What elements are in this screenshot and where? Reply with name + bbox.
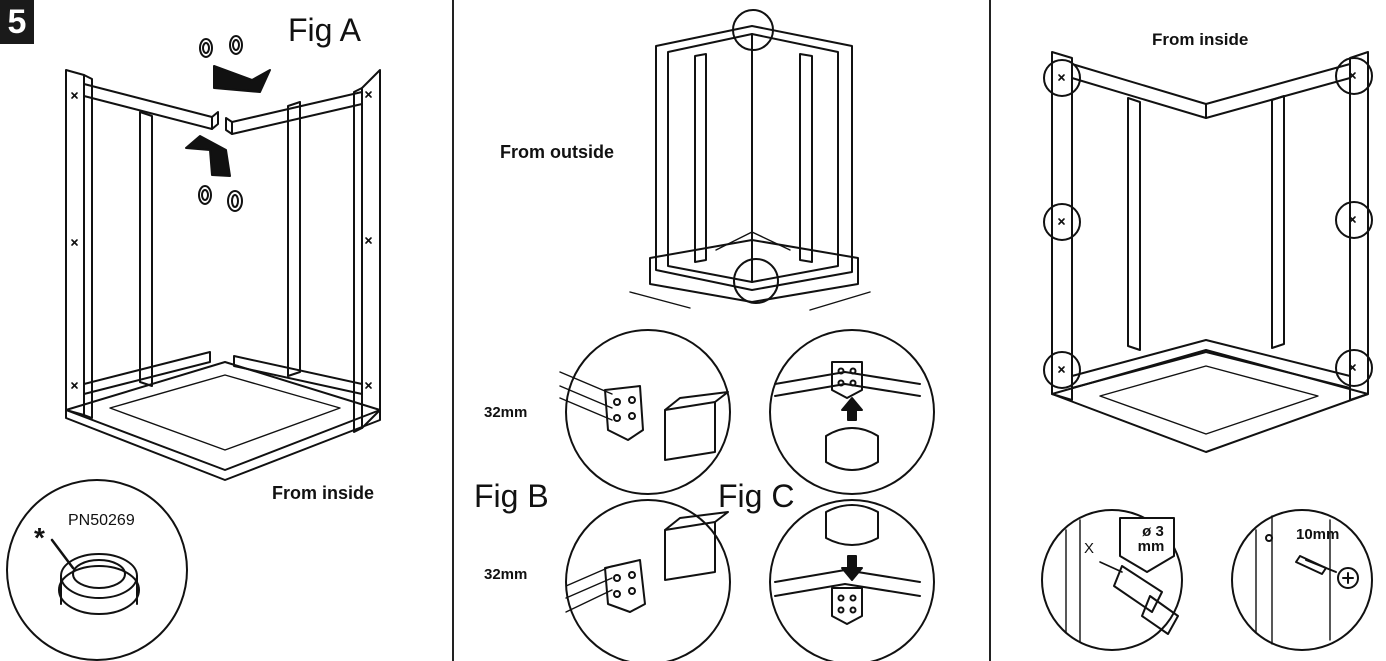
screw-length-bottom-label: 32mm: [484, 566, 528, 583]
fig-b-bottom-detail: [565, 499, 731, 661]
panel-divider-right: [989, 0, 991, 661]
corner-bung-pieces: [198, 35, 243, 212]
fig-b-label: Fig B: [474, 478, 549, 514]
step-number-badge: 5: [0, 0, 34, 44]
part-number-label: PN50269: [68, 512, 135, 529]
fig-a-label: Fig A: [288, 12, 361, 48]
bung-detail-illustration: [6, 479, 188, 661]
screw-detail-illustration: [1231, 509, 1373, 651]
screw-length-right-label: 10mm: [1296, 526, 1340, 543]
fig-c-top-detail: [769, 329, 935, 495]
panel-divider-left: [452, 0, 454, 661]
screw-length-top-label: 32mm: [484, 404, 528, 421]
from-inside-caption-right: From inside: [1152, 30, 1249, 49]
fig-a-frame-illustration: [65, 35, 381, 481]
from-outside-caption: From outside: [500, 142, 615, 162]
fig-c-label: Fig C: [718, 478, 795, 514]
drill-detail-illustration: [1041, 509, 1183, 651]
drill-mark-x: X: [1084, 540, 1095, 557]
asterisk-mark: *: [34, 522, 45, 553]
fig-c-bottom-detail: [769, 499, 935, 661]
from-inside-caption-left: From inside: [272, 483, 375, 503]
drill-size-line1: ø 3: [1142, 523, 1164, 540]
down-arrow-icon: [213, 65, 271, 93]
fig-b-top-detail: [559, 329, 731, 495]
up-arrow-icon: [185, 135, 231, 177]
enclosure-outside-illustration: [629, 9, 871, 311]
enclosure-inside-illustration: [1043, 51, 1373, 453]
drill-size-line2: mm: [1137, 538, 1165, 555]
